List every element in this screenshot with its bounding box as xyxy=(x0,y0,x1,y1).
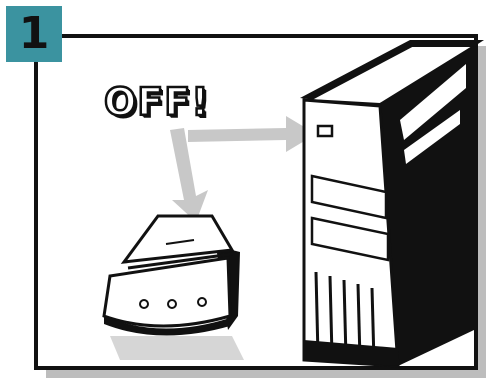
step-badge: 1 xyxy=(6,6,62,62)
off-callout: OFF! xyxy=(104,80,210,124)
computer-tower-icon xyxy=(300,40,484,366)
scanner-shadow xyxy=(110,336,244,360)
step-number: 1 xyxy=(6,6,62,62)
power-button-icon xyxy=(318,126,332,136)
